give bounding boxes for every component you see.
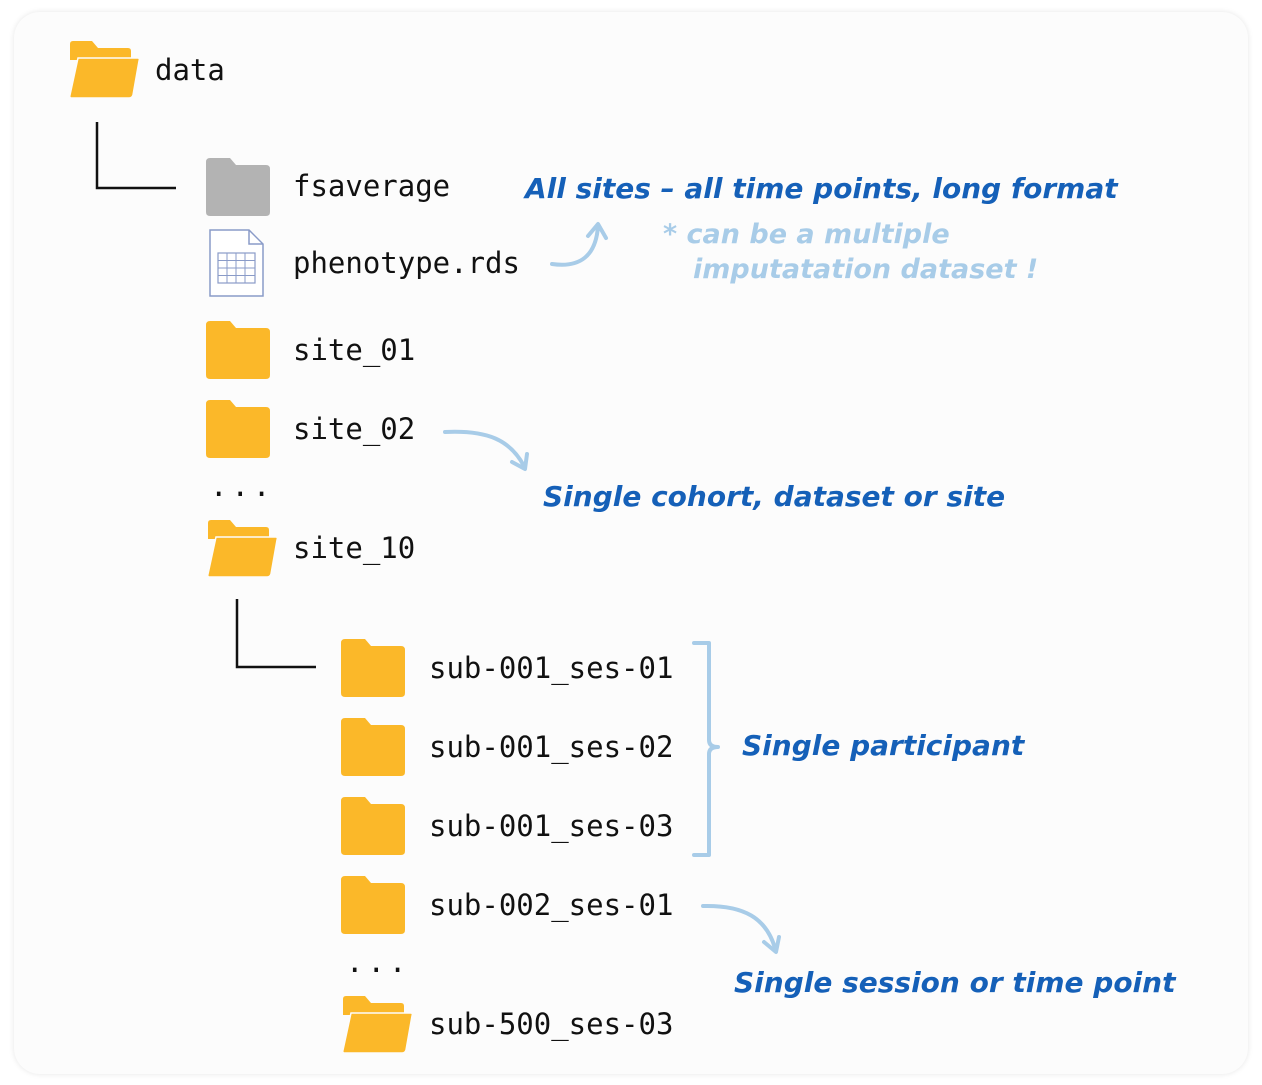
annotation-note-line2: imputatation dataset ! — [693, 254, 1039, 285]
folder-label-sub-500-ses-03[interactable]: sub-500_ses-03 — [429, 1007, 674, 1041]
root-folder-label[interactable]: data — [155, 53, 225, 87]
annotation-all-sites: All sites – all time points, long format — [525, 172, 1118, 205]
spreadsheet-file-icon — [209, 229, 264, 297]
annotation-single-participant: Single participant — [742, 729, 1025, 762]
folder-icon — [341, 876, 405, 934]
arrow-sub002 — [701, 903, 777, 950]
file-label-phenotype[interactable]: phenotype.rds — [293, 246, 520, 280]
folder-label-site-02[interactable]: site_02 — [293, 412, 416, 446]
participant-brace — [692, 641, 720, 857]
folder-open-icon — [69, 41, 140, 99]
folder-icon — [341, 797, 405, 855]
folder-icon — [341, 639, 405, 697]
annotation-note-line1: * can be a multiple — [663, 219, 950, 250]
folder-label-site-01[interactable]: site_01 — [293, 333, 416, 367]
annotation-single-cohort: Single cohort, dataset or site — [543, 480, 1006, 513]
tree-connector-site10 — [235, 599, 316, 669]
arrow-phenotype — [550, 224, 600, 267]
folder-open-icon — [207, 520, 278, 578]
arrow-site02 — [443, 429, 526, 468]
arrow-site02-head — [510, 452, 529, 471]
folder-icon — [341, 718, 405, 776]
folder-icon — [206, 400, 270, 458]
ellipsis-sessions: ... — [346, 945, 411, 979]
folder-gray-icon — [206, 158, 270, 216]
folder-open-icon — [342, 996, 413, 1054]
tree-connector-root — [95, 122, 176, 190]
folder-icon — [206, 321, 270, 379]
ellipsis-sites: ... — [210, 469, 275, 503]
arrow-sub002-head — [762, 935, 781, 954]
annotation-single-session: Single session or time point — [734, 966, 1176, 999]
folder-label-sub-002-ses-01[interactable]: sub-002_ses-01 — [429, 888, 674, 922]
folder-label-site-10[interactable]: site_10 — [293, 531, 416, 565]
folder-label-sub-001-ses-03[interactable]: sub-001_ses-03 — [429, 809, 674, 843]
folder-label-fsaverage[interactable]: fsaverage — [293, 169, 451, 203]
arrow-phenotype-head — [586, 222, 608, 240]
folder-label-sub-001-ses-02[interactable]: sub-001_ses-02 — [429, 730, 674, 764]
folder-label-sub-001-ses-01[interactable]: sub-001_ses-01 — [429, 651, 674, 685]
